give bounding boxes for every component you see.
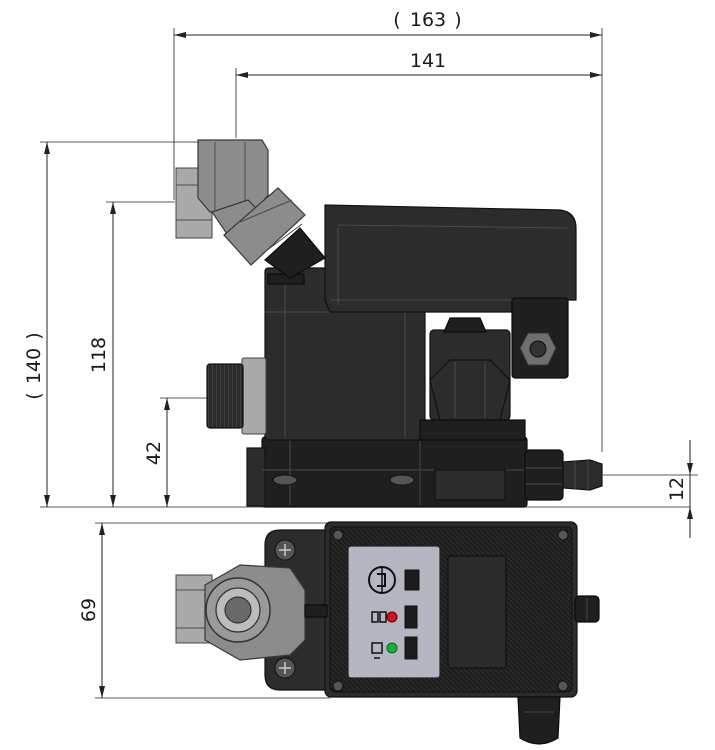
control-box-housing: [324, 204, 577, 313]
top-inlet-port-bore: [224, 596, 252, 624]
inlet-elbow-hex: [197, 139, 269, 213]
inlet-fitting: [175, 139, 326, 279]
dimension-outlet-height: 12: [603, 440, 698, 538]
base-screw-left: [272, 474, 298, 486]
svg-text:(: (: [393, 9, 400, 31]
settings-symbol-icon: [371, 611, 387, 623]
side-view: [175, 139, 603, 508]
label-depth: 69: [78, 598, 100, 622]
valve-top-cap: [443, 317, 487, 333]
power-symbol-icon: [371, 642, 383, 659]
base-screw-right: [389, 474, 415, 486]
svg-text:(: (: [23, 392, 45, 399]
base-left-flange: [246, 447, 266, 507]
bottom-cable-gland: [517, 696, 561, 745]
dimension-depth: 69: [78, 522, 330, 699]
top-view: [175, 521, 600, 745]
corner-screw-bl: [332, 680, 344, 692]
svg-text:): ): [23, 332, 45, 339]
dimension-drain-height: 42: [143, 397, 210, 507]
label-overall-width: 163: [410, 9, 446, 31]
mode-button[interactable]: [404, 605, 418, 629]
label-inlet-height: 118: [88, 337, 110, 373]
label-outlet-height: 12: [666, 477, 688, 501]
corner-screw-tl: [332, 529, 344, 541]
led-green-indicator: [386, 642, 398, 654]
outlet-nut: [524, 449, 564, 501]
dimension-inlet-height: 118: [88, 201, 175, 507]
outlet-fitting: [524, 449, 603, 501]
drain-knurled-knob: [206, 363, 244, 429]
drain-symbol-icon: [368, 566, 396, 594]
svg-text:): ): [454, 9, 461, 31]
inlet-union-nut: [223, 187, 306, 266]
base-outlet-block: [434, 469, 506, 501]
led-red-indicator: [386, 611, 398, 623]
corner-screw-tr: [557, 529, 569, 541]
valve-hex: [429, 359, 511, 421]
display-window: [447, 555, 507, 669]
label-body-width: 141: [410, 50, 446, 72]
dimension-overall-width: ( 163 ): [173, 9, 603, 452]
top-inlet-coupling: [304, 604, 328, 618]
dimension-overall-height: ( 140 ): [23, 141, 690, 508]
test-button[interactable]: [404, 569, 420, 591]
corner-screw-br: [557, 680, 569, 692]
inlet-collar: [264, 227, 326, 279]
valve-lower-block: [419, 419, 526, 441]
outlet-barb: [562, 459, 603, 491]
drain-plug-base: [241, 357, 267, 435]
dimension-body-width: 141: [235, 50, 602, 138]
alarm-button[interactable]: [404, 636, 418, 660]
label-drain-height: 42: [143, 441, 165, 465]
label-overall-height: 140: [23, 348, 45, 384]
drain-plug: [206, 357, 267, 435]
